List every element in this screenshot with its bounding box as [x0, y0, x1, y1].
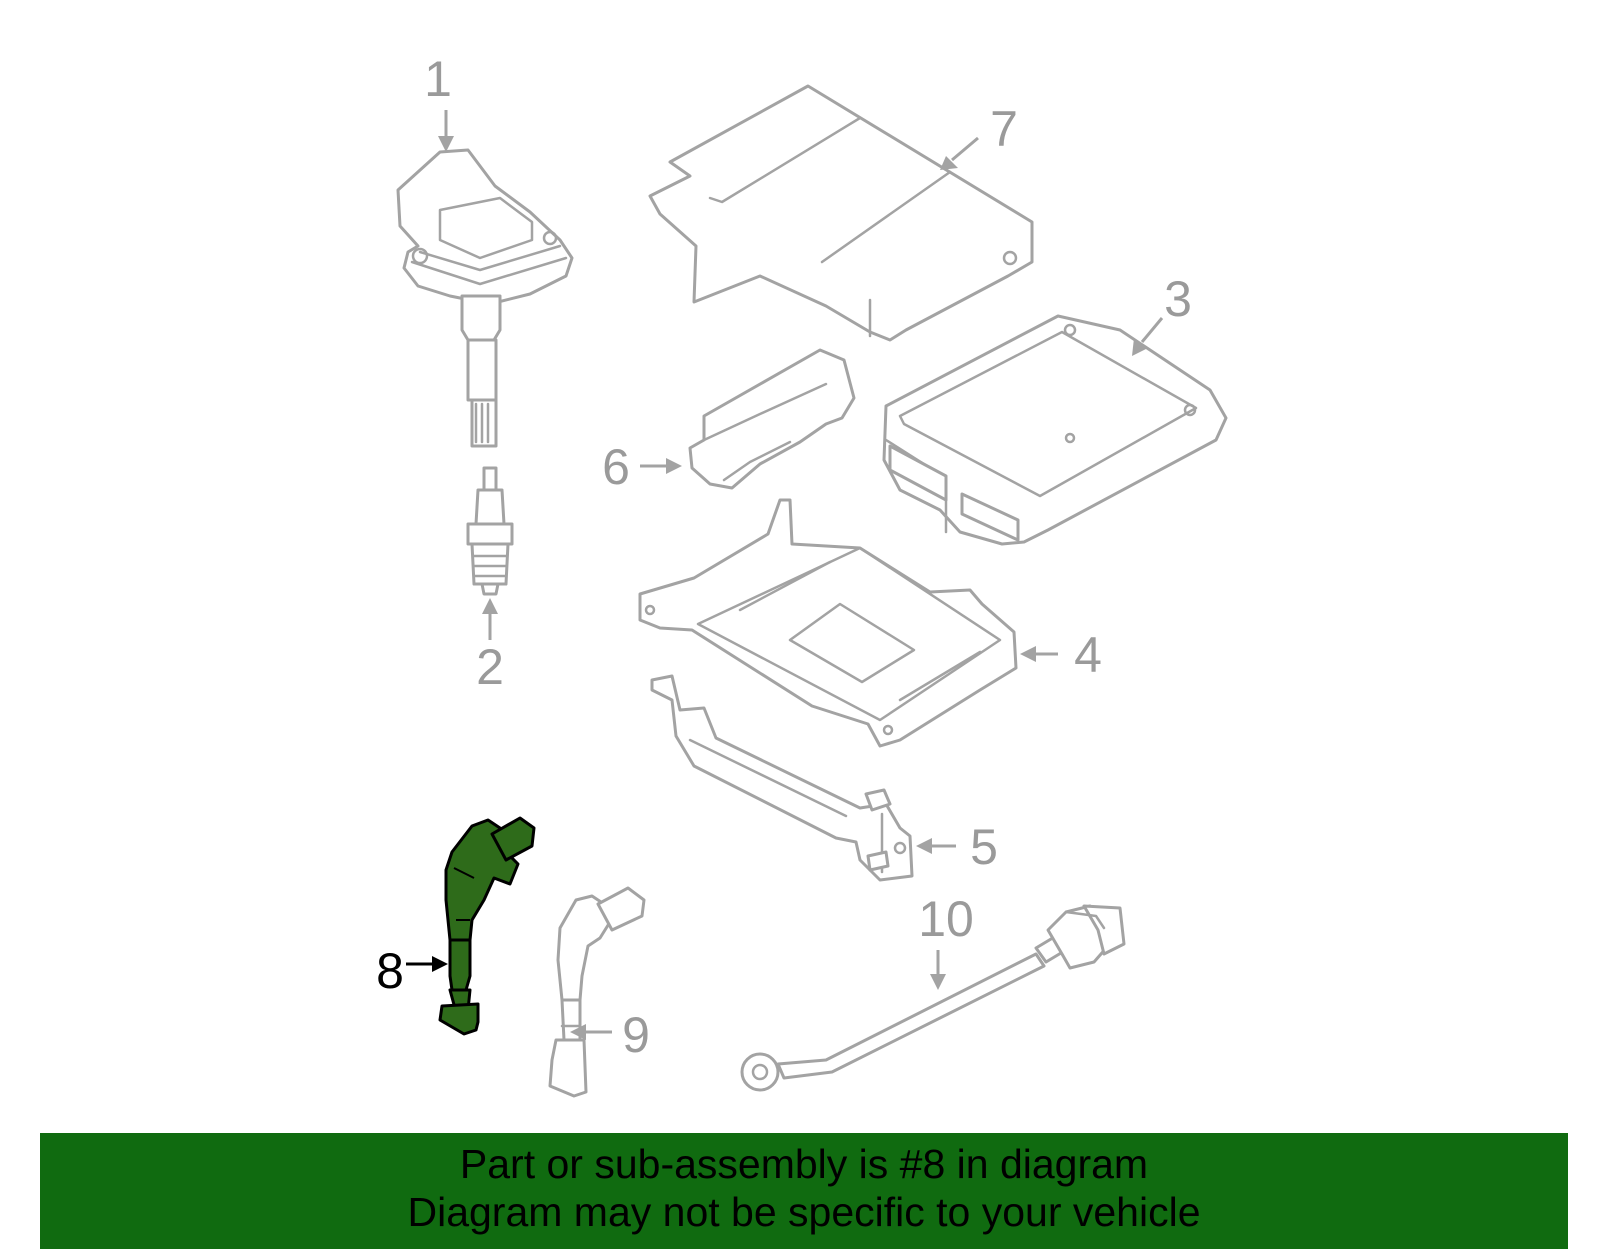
- banner-line-part-number: Part or sub-assembly is #8 in diagram: [459, 1141, 1149, 1187]
- callout-5-label: 5: [970, 819, 998, 875]
- banner-line-disclaimer: Diagram may not be specific to your vehi…: [407, 1189, 1201, 1235]
- callout-7: 7: [940, 101, 1018, 170]
- part-5-bracket-rail[interactable]: [650, 674, 914, 882]
- callout-9-label: 9: [622, 1007, 650, 1063]
- part-2-spark-plug[interactable]: [466, 466, 514, 596]
- part-1-ignition-coil[interactable]: [396, 148, 574, 448]
- callout-6: 6: [602, 439, 682, 495]
- callout-3: 3: [1132, 271, 1192, 356]
- callout-7-label: 7: [990, 101, 1018, 157]
- callout-8: 8: [376, 943, 448, 999]
- callout-9: 9: [570, 1007, 650, 1063]
- callout-2: 2: [476, 598, 504, 695]
- part-3-control-module[interactable]: [882, 314, 1228, 546]
- callout-1: 1: [424, 51, 454, 152]
- callout-2-label: 2: [476, 639, 504, 695]
- callout-10-label: 10: [918, 891, 974, 947]
- part-8-sensor-highlighted[interactable]: [438, 816, 536, 1036]
- info-banner: Part or sub-assembly is #8 in diagram Di…: [40, 1133, 1568, 1249]
- parts-diagram: 1 2 7 3: [376, 51, 1228, 1098]
- part-9-sensor[interactable]: [548, 886, 646, 1098]
- part-7-cover[interactable]: [648, 84, 1034, 342]
- part-6-bracket[interactable]: [688, 348, 856, 490]
- callout-4-label: 4: [1074, 627, 1102, 683]
- part-10-knock-sensor[interactable]: [740, 904, 1126, 1092]
- callout-4: 4: [1020, 627, 1102, 683]
- callout-6-label: 6: [602, 439, 630, 495]
- callout-3-label: 3: [1164, 271, 1192, 327]
- callout-10: 10: [918, 891, 974, 990]
- callout-1-label: 1: [424, 51, 452, 107]
- part-4-tray[interactable]: [638, 498, 1018, 748]
- callout-8-label: 8: [376, 943, 404, 999]
- callout-5: 5: [916, 819, 998, 875]
